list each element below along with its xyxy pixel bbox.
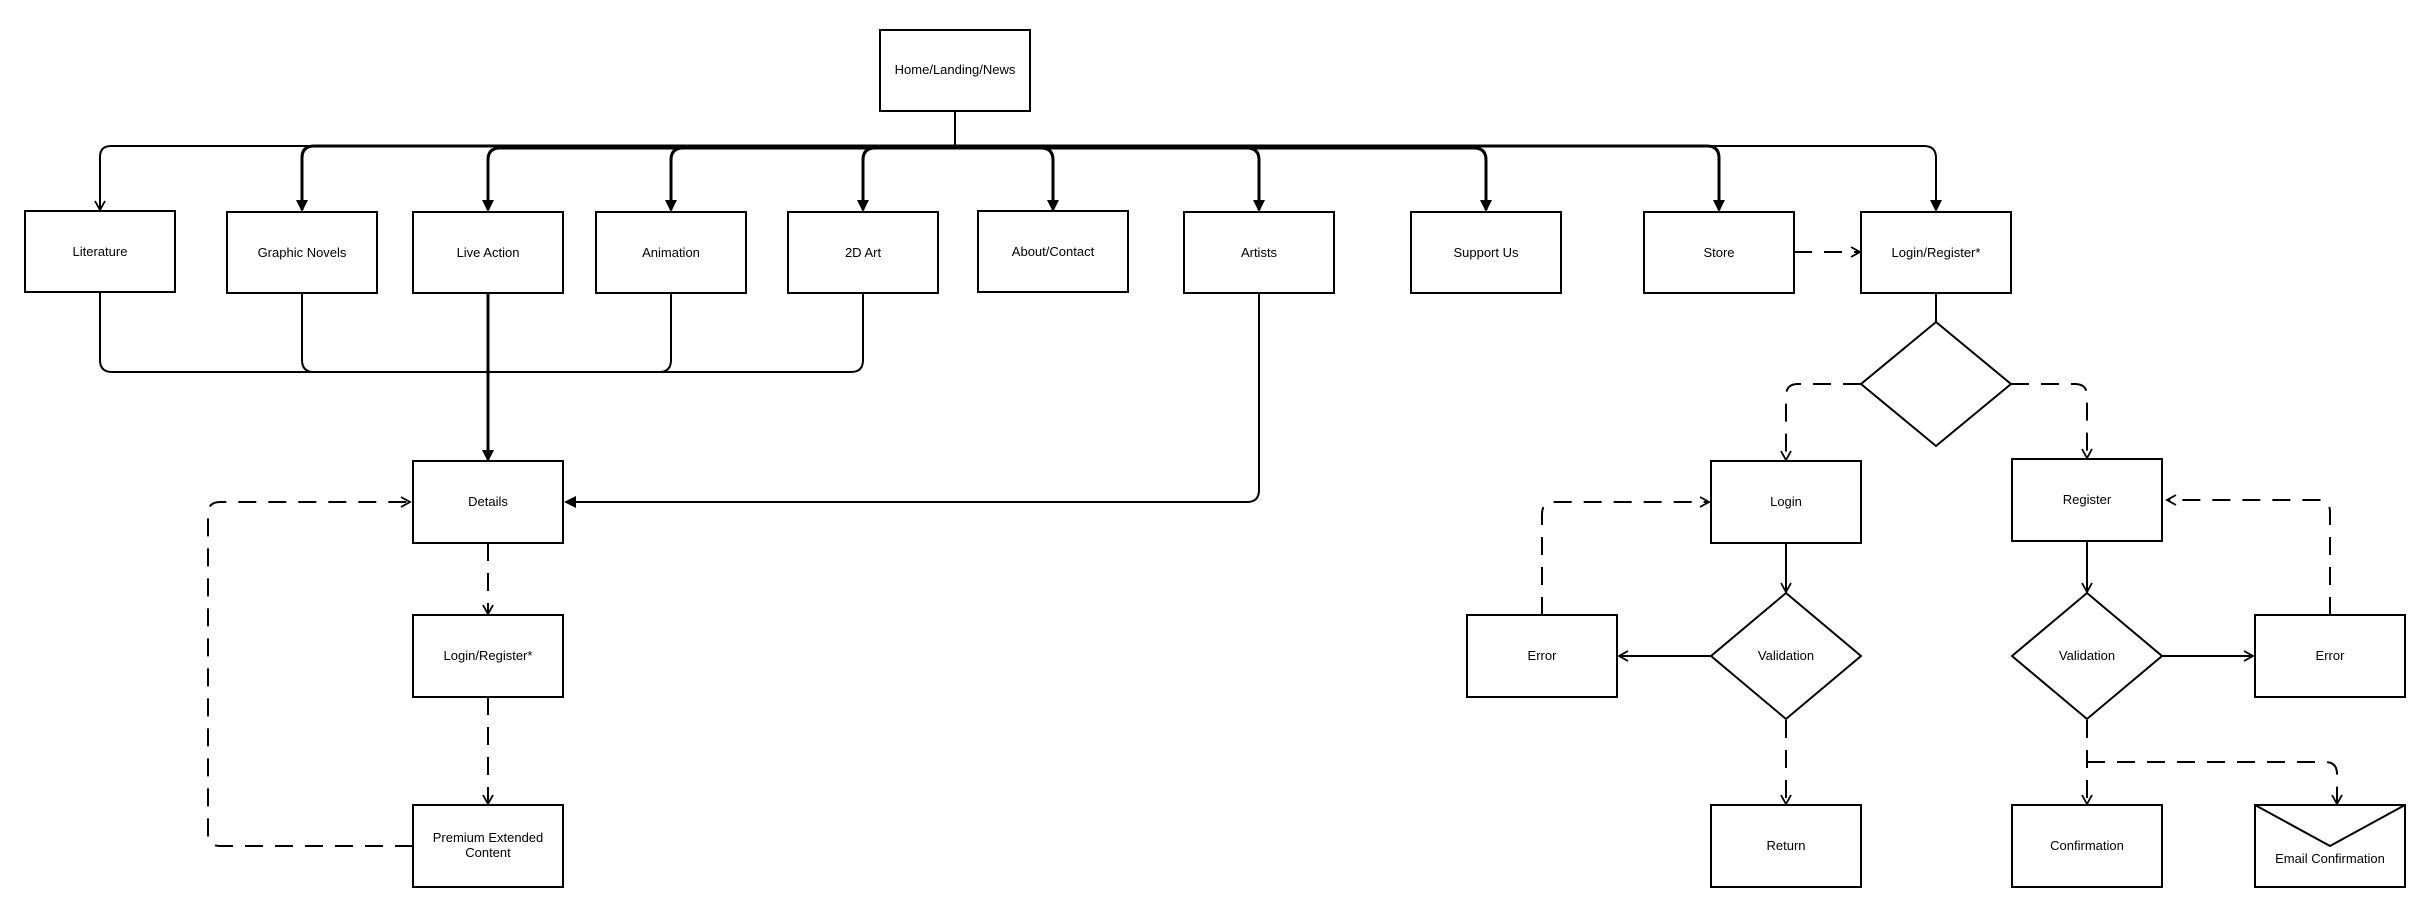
node-2d-art-label: 2D Art [845, 245, 882, 260]
node-animation: Animation [595, 211, 747, 294]
node-login-register-mid: Login/Register* [412, 614, 564, 698]
node-confirmation-label: Confirmation [2050, 838, 2124, 853]
node-support-us-label: Support Us [1453, 245, 1519, 260]
node-home: Home/Landing/News [879, 29, 1031, 112]
node-validation-left: Validation [1709, 591, 1863, 721]
node-login-register-top: Login/Register* [1860, 211, 2012, 294]
edge-home-store [955, 144, 1725, 212]
node-login-label: Login [1770, 494, 1802, 509]
node-register-label: Register [2063, 492, 2112, 507]
edge-decision-register [2011, 383, 2093, 460]
node-details: Details [412, 460, 564, 544]
node-premium-label-line2: Content [465, 845, 511, 860]
node-home-label: Home/Landing/News [895, 62, 1016, 77]
node-store: Store [1643, 211, 1795, 294]
node-login-register-top-label: Login/Register* [1892, 245, 1981, 260]
edge-error-register-loop [2165, 494, 2331, 615]
node-error-right: Error [2254, 614, 2406, 698]
node-artists-label: Artists [1241, 245, 1278, 260]
edge-error-login-loop [1541, 496, 1711, 615]
node-about-contact: About/Contact [977, 210, 1129, 293]
node-email-confirmation: Email Confirmation [2254, 804, 2406, 888]
node-artists: Artists [1183, 211, 1335, 294]
node-error-right-label: Error [2316, 648, 2346, 663]
node-live-action-label: Live Action [457, 245, 520, 260]
node-validation-right: Validation [2010, 591, 2164, 721]
node-login-register-decision [1859, 320, 2013, 448]
envelope-icon [2254, 804, 2406, 848]
node-register: Register [2011, 458, 2163, 542]
edge-premium-details-loop [207, 496, 413, 847]
node-graphic-novels-label: Graphic Novels [258, 245, 347, 260]
edge-validation-email [2087, 761, 2343, 806]
node-2d-art: 2D Art [787, 211, 939, 294]
node-validation-left-label: Validation [1758, 648, 1814, 663]
node-store-label: Store [1703, 245, 1734, 260]
edge-home-login-top [955, 145, 1942, 212]
edge-home-artists [955, 146, 1265, 212]
edge-category-collector [99, 293, 864, 373]
edge-artists-details [564, 293, 1260, 508]
node-validation-right-label: Validation [2059, 648, 2115, 663]
edge-home-2d-art [857, 146, 955, 212]
node-graphic-novels: Graphic Novels [226, 211, 378, 294]
node-support-us: Support Us [1410, 211, 1562, 294]
edge-home-support [955, 146, 1492, 212]
edge-home-literature [94, 145, 955, 212]
node-error-left-label: Error [1528, 648, 1558, 663]
node-login: Login [1710, 460, 1862, 544]
node-literature-label: Literature [73, 244, 128, 259]
node-confirmation: Confirmation [2011, 804, 2163, 888]
edge-home-live-action [482, 146, 955, 212]
edge-decision-login [1780, 383, 1861, 462]
node-details-label: Details [468, 494, 508, 509]
node-email-confirmation-label: Email Confirmation [2275, 851, 2385, 866]
node-error-left: Error [1466, 614, 1618, 698]
node-premium-label-line1: Premium Extended [433, 830, 544, 845]
node-literature: Literature [24, 210, 176, 293]
edge-home-graphic-novels [296, 144, 955, 212]
node-about-contact-label: About/Contact [1012, 244, 1095, 259]
node-live-action: Live Action [412, 211, 564, 294]
edge-home-about [955, 146, 1059, 212]
node-login-register-mid-label: Login/Register* [444, 648, 533, 663]
node-premium-content: Premium Extended Content [412, 804, 564, 888]
node-return: Return [1710, 804, 1862, 888]
edge-home-animation [665, 146, 955, 212]
node-animation-label: Animation [642, 245, 700, 260]
node-return-label: Return [1766, 838, 1805, 853]
